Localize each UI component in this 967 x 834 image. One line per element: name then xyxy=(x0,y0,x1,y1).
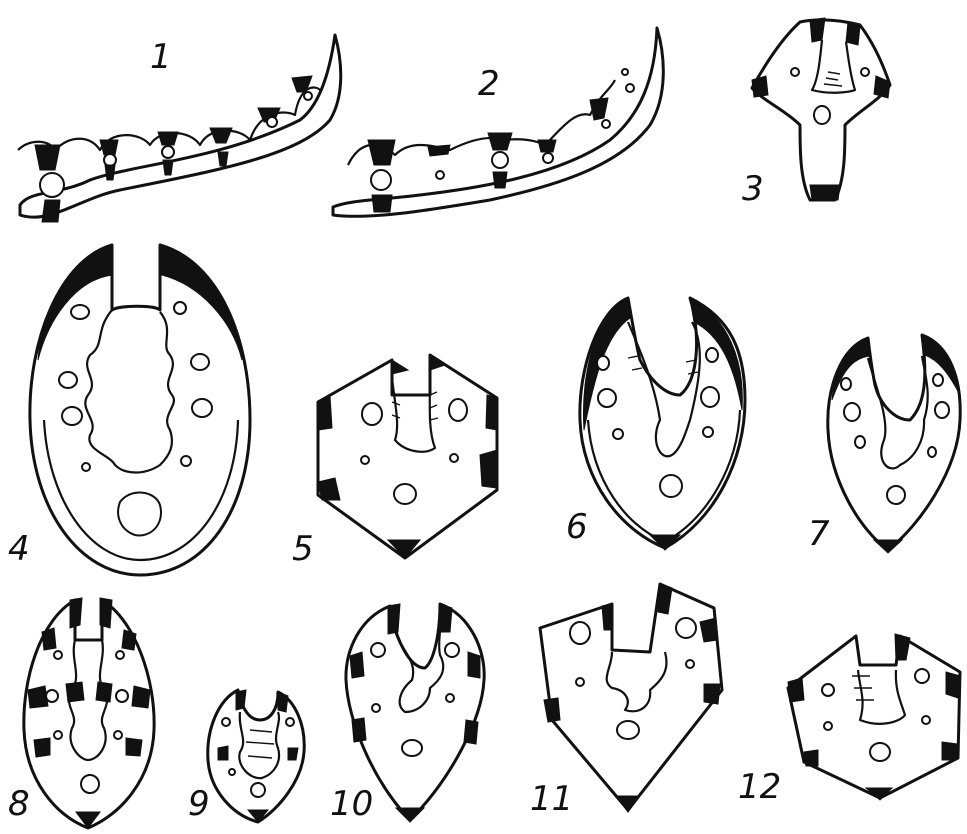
specimen-8 xyxy=(24,598,154,828)
specimen-1 xyxy=(18,35,341,222)
specimen-3 xyxy=(752,18,890,200)
figure-label-6: 6 xyxy=(566,507,588,547)
figure-label-11: 11 xyxy=(530,779,573,819)
specimen-4 xyxy=(30,245,250,575)
specimen-12 xyxy=(788,634,960,800)
figure-label-8: 8 xyxy=(8,784,30,824)
specimen-11 xyxy=(540,584,722,812)
figure-label-9: 9 xyxy=(188,784,210,824)
specimen-9 xyxy=(208,690,304,822)
figure-label-3: 3 xyxy=(742,169,764,209)
specimen-2 xyxy=(333,28,663,216)
figure-label-2: 2 xyxy=(478,64,500,104)
specimen-7 xyxy=(828,335,960,553)
figure-label-5: 5 xyxy=(292,529,314,569)
figure-label-10: 10 xyxy=(330,784,373,824)
figure-label-1: 1 xyxy=(150,37,172,77)
figure-label-12: 12 xyxy=(738,767,781,807)
specimen-5 xyxy=(318,355,497,558)
figure-label-4: 4 xyxy=(8,529,30,569)
figure-label-7: 7 xyxy=(808,514,830,554)
specimen-6 xyxy=(580,298,745,550)
